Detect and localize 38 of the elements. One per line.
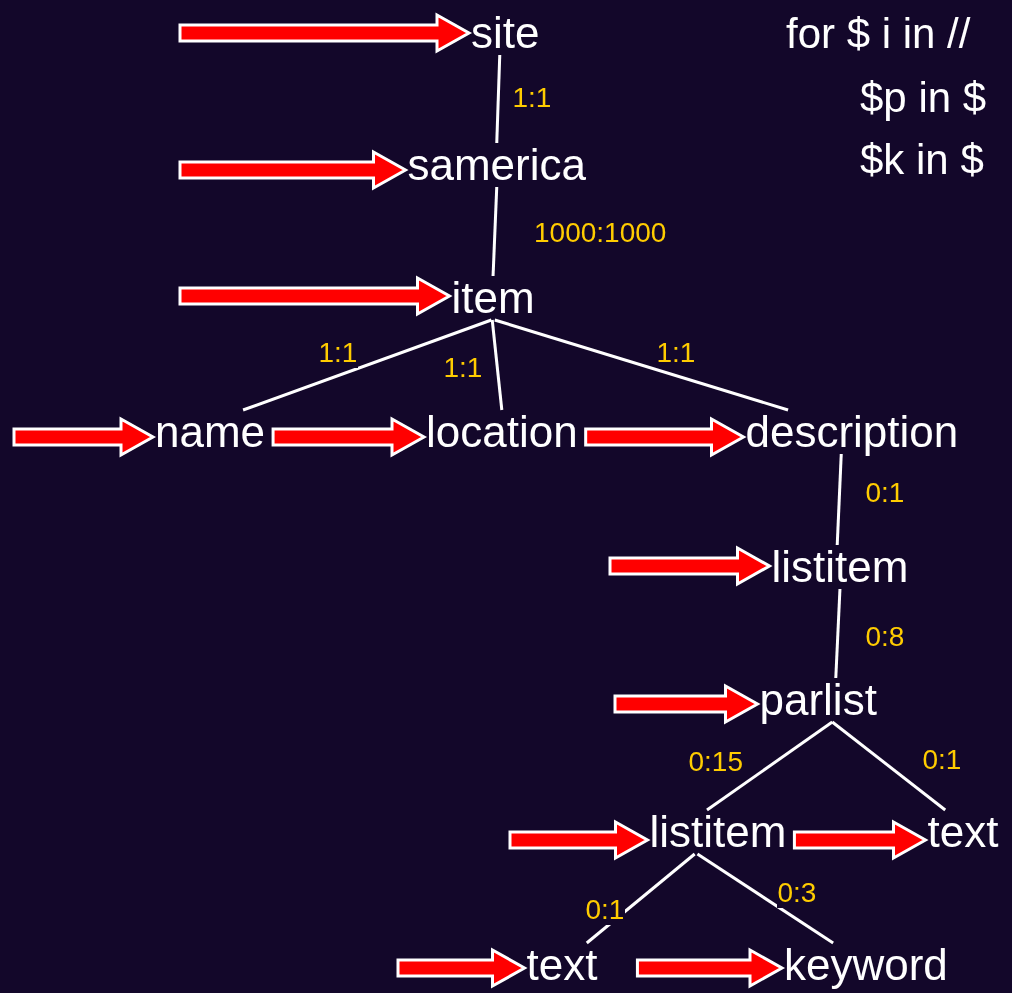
node-label: parlist (759, 678, 877, 722)
tree-line (490, 319, 504, 411)
tree-line (242, 318, 492, 412)
node-label: text (526, 943, 598, 987)
block-arrow (792, 819, 929, 861)
block-arrow (271, 416, 428, 458)
node-label: listitem (771, 545, 909, 589)
block-arrow (12, 416, 157, 458)
block-arrow (635, 947, 786, 989)
block-arrow (178, 275, 453, 317)
node-label: text (927, 810, 999, 854)
node-label: name (155, 410, 266, 454)
node-label: location (426, 410, 578, 454)
block-arrow (396, 947, 528, 989)
tree-line (706, 720, 834, 812)
query-text: for $ i in // (786, 12, 971, 56)
block-arrow (178, 149, 409, 191)
tree-line (696, 852, 834, 945)
node-label: item (451, 276, 535, 320)
query-text: $p in $ (860, 76, 987, 120)
tree-line (494, 318, 789, 412)
node-label: site (471, 11, 540, 55)
tree-line (495, 54, 502, 144)
block-arrow (508, 819, 651, 861)
node-label: description (745, 410, 959, 454)
node-label: samerica (407, 143, 586, 187)
block-arrow (608, 545, 773, 587)
tree-line (834, 588, 842, 679)
tree-line (585, 852, 696, 945)
tree-line (491, 186, 499, 277)
tree-line (835, 453, 843, 546)
node-label: keyword (784, 943, 948, 987)
tree-line (831, 720, 947, 812)
block-arrow (613, 683, 761, 725)
block-arrow (178, 12, 473, 54)
block-arrow (584, 416, 747, 458)
node-label: listitem (649, 810, 787, 854)
query-text: $k in $ (860, 138, 984, 182)
